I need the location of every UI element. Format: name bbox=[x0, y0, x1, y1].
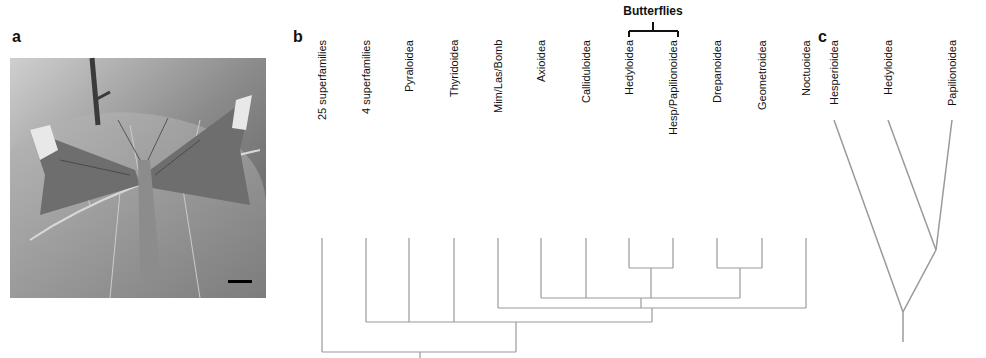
taxon-label: Thyridoidea bbox=[448, 40, 461, 97]
panel-letter: c bbox=[818, 28, 827, 46]
cladogram-c bbox=[834, 120, 952, 342]
taxon-label: Geometroidea bbox=[756, 40, 769, 110]
moth-photo bbox=[10, 58, 266, 298]
taxon-label: Hesp/Papilionoidea bbox=[667, 40, 680, 135]
taxon-label: Hedyloidea bbox=[623, 40, 636, 95]
cladogram-b bbox=[322, 238, 806, 358]
taxon-label: Hedyloidea bbox=[882, 40, 895, 95]
butterflies-bracket bbox=[629, 22, 678, 37]
taxon-label: Papilionoidea bbox=[946, 40, 959, 106]
taxon-label: Axioidea bbox=[535, 40, 548, 82]
group-label: Butterflies bbox=[623, 5, 682, 19]
taxon-label: Pyraloidea bbox=[403, 40, 416, 92]
taxon-label: Mim/Las/Bomb bbox=[492, 40, 505, 113]
taxon-label: Drepanoidea bbox=[711, 40, 724, 103]
panel-letter: a bbox=[12, 28, 21, 46]
taxon-label: 25 superfamilies bbox=[316, 40, 329, 120]
taxon-label: Noctuoidea bbox=[800, 40, 813, 96]
taxon-label: 4 superfamilies bbox=[360, 40, 373, 114]
taxon-label: Calliduloidea bbox=[580, 40, 593, 103]
taxon-label: Hesperioidea bbox=[828, 40, 841, 105]
panel-letter: b bbox=[293, 28, 303, 46]
